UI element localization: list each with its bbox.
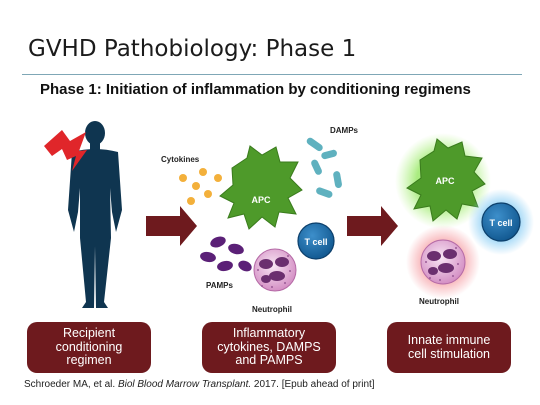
label-apc-middle: APC bbox=[251, 195, 271, 205]
title-divider bbox=[22, 74, 522, 75]
tcell-middle bbox=[297, 222, 335, 260]
lightning-bolt-icon bbox=[44, 130, 87, 171]
label-neutrophil-middle: Neutrophil bbox=[252, 305, 292, 314]
neutrophil-middle bbox=[253, 248, 297, 292]
person-silhouette-icon bbox=[68, 121, 122, 308]
caption-line: regimen bbox=[66, 353, 112, 368]
neutrophil-activated bbox=[406, 225, 480, 299]
label-cytokines: Cytokines bbox=[161, 155, 200, 164]
caption-box-conditioning: Recipient conditioning regimen bbox=[27, 322, 151, 373]
citation-authors: Schroeder MA, et al. bbox=[24, 379, 116, 390]
caption-line: Innate immune bbox=[407, 333, 491, 347]
caption-box-innate: Innate immune cell stimulation bbox=[387, 322, 511, 373]
label-pamps: PAMPs bbox=[206, 281, 234, 290]
caption-line: and PAMPS bbox=[235, 353, 303, 368]
pamp-molecules bbox=[200, 236, 252, 272]
label-tcell-middle: T cell bbox=[304, 237, 327, 247]
caption-box-inflammatory: Inflammatory cytokines, DAMPS and PAMPS bbox=[202, 322, 336, 373]
label-tcell-right: T cell bbox=[489, 218, 512, 228]
arrow-right-1 bbox=[146, 206, 197, 246]
caption-line: cytokines, DAMPS bbox=[217, 339, 321, 354]
apc-cell-middle bbox=[219, 145, 303, 230]
slide-title: GVHD Pathobiology: Phase 1 bbox=[28, 36, 357, 62]
citation: Schroeder MA, et al. Biol Blood Marrow T… bbox=[24, 379, 375, 390]
caption-line: Inflammatory bbox=[232, 326, 306, 341]
slide-subtitle: Phase 1: Initiation of inflammation by c… bbox=[40, 81, 471, 98]
arrow-right-2 bbox=[347, 206, 398, 246]
apc-cell-activated bbox=[395, 133, 491, 229]
damp-molecules bbox=[306, 137, 342, 198]
cytokine-dots bbox=[179, 168, 222, 205]
caption-line: Recipient bbox=[62, 326, 116, 341]
label-damps: DAMPs bbox=[330, 126, 359, 135]
caption-line: conditioning bbox=[55, 339, 123, 354]
citation-rest: 2017. [Epub ahead of print] bbox=[253, 379, 375, 390]
label-apc-right: APC bbox=[435, 176, 455, 186]
tcell-activated bbox=[468, 189, 534, 255]
caption-line: cell stimulation bbox=[408, 346, 490, 361]
citation-journal: Biol Blood Marrow Transplant. bbox=[117, 379, 252, 390]
label-neutrophil-right: Neutrophil bbox=[419, 297, 459, 306]
